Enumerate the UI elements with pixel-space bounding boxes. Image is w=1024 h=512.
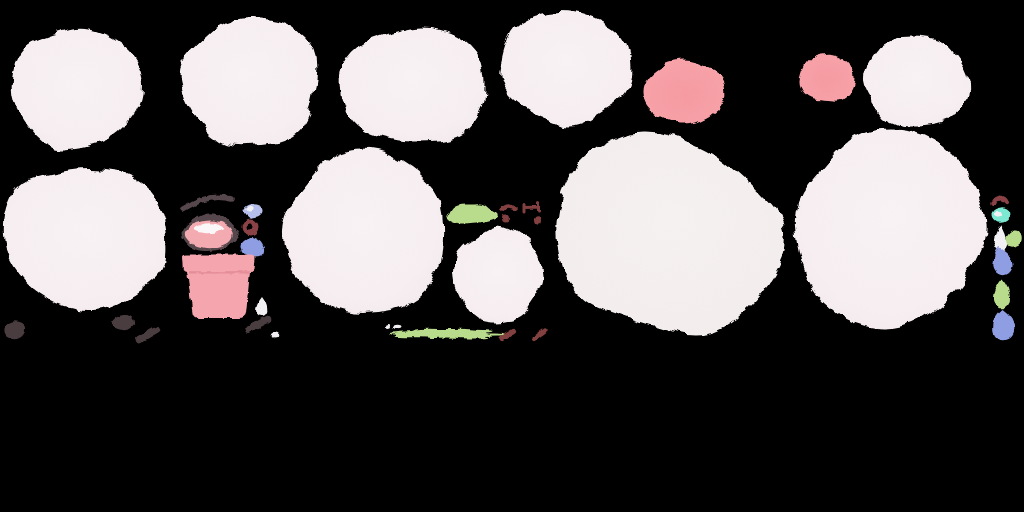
white-dot [272, 332, 280, 339]
white-speck-2 [394, 325, 402, 329]
white-speck-1 [385, 324, 390, 328]
flower-pot-body [187, 272, 250, 318]
maroon-dot-2 [534, 216, 541, 224]
flower-pot-seam [189, 271, 249, 273]
white-blob-top-3 [339, 26, 485, 142]
flower-pot-rim [182, 255, 256, 273]
maroon-dot-1 [502, 215, 509, 223]
